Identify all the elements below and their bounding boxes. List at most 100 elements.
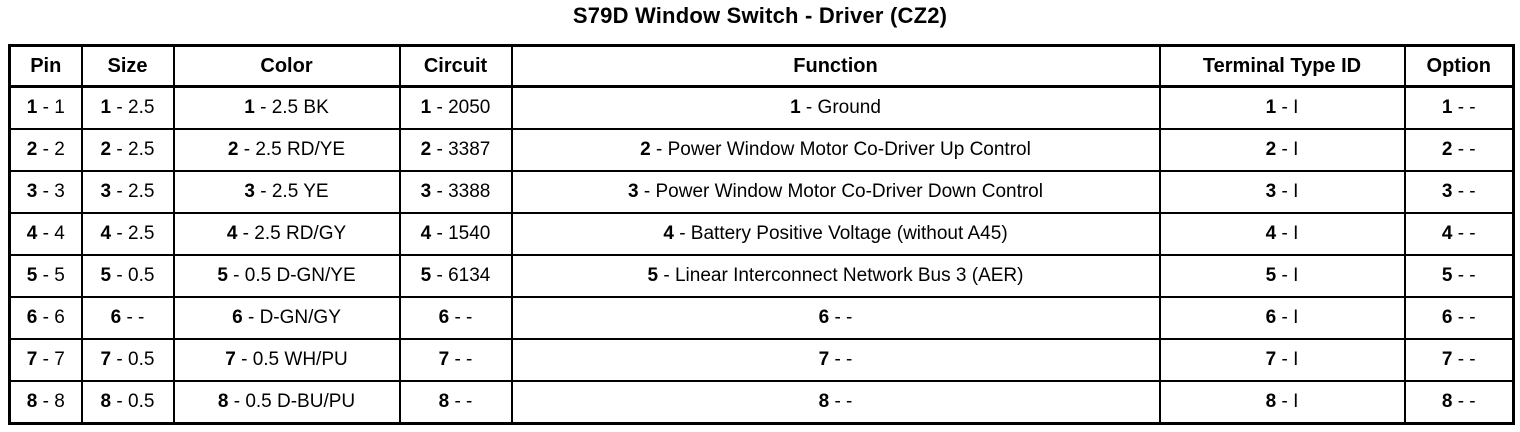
row-number: 5 (26, 265, 38, 286)
cell-circuit: 4 - 1540 (398, 212, 513, 256)
cell-color: 6 - D-GN/GY (172, 296, 401, 340)
column-header-terminal-type-id: Terminal Type ID (1158, 44, 1406, 88)
cell-terminal: 1 - I (1158, 85, 1406, 130)
cell-pin: 3 - 3 (8, 170, 83, 214)
connector-pin-table: Pin Size Color Circuit Function Terminal… (8, 44, 1515, 425)
cell-terminal: 6 - I (1158, 296, 1406, 340)
row-number: 3 (100, 181, 112, 202)
cell-circuit: 1 - 2050 (398, 85, 513, 130)
cell-size: 4 - 2.5 (80, 212, 175, 256)
cell-option: 6 - - (1403, 296, 1515, 340)
column-header-function: Function (510, 44, 1161, 88)
cell-function: 6 - - (510, 296, 1161, 340)
row-number: 4 (26, 223, 38, 244)
column-header-pin: Pin (8, 44, 83, 88)
cell-circuit: 5 - 6134 (398, 254, 513, 298)
column-header-color: Color (172, 44, 401, 88)
row-number: 6 (1265, 307, 1277, 328)
cell-size: 8 - 0.5 (80, 380, 175, 425)
cell-option: 3 - - (1403, 170, 1515, 214)
row-number: 2 (1441, 139, 1453, 160)
cell-size: 2 - 2.5 (80, 128, 175, 172)
row-number: 3 (1265, 181, 1277, 202)
cell-terminal: 4 - I (1158, 212, 1406, 256)
row-number: 1 (1441, 97, 1453, 118)
row-number: 1 (1265, 97, 1277, 118)
row-number: 6 (438, 307, 450, 328)
row-number: 3 (420, 181, 432, 202)
cell-option: 8 - - (1403, 380, 1515, 425)
cell-function: 7 - - (510, 338, 1161, 382)
cell-terminal: 7 - I (1158, 338, 1406, 382)
cell-color: 8 - 0.5 D-BU/PU (172, 380, 401, 425)
cell-option: 7 - - (1403, 338, 1515, 382)
cell-circuit: 7 - - (398, 338, 513, 382)
row-number: 3 (1441, 181, 1453, 202)
cell-function: 4 - Battery Positive Voltage (without A4… (510, 212, 1161, 256)
row-number: 6 (1441, 307, 1453, 328)
row-number: 2 (227, 139, 239, 160)
cell-pin: 2 - 2 (8, 128, 83, 172)
row-number: 5 (217, 265, 228, 286)
row-number: 8 (26, 391, 38, 412)
row-number: 8 (217, 391, 229, 412)
row-number: 6 (26, 307, 38, 328)
cell-circuit: 8 - - (398, 380, 513, 425)
cell-circuit: 2 - 3387 (398, 128, 513, 172)
cell-size: 1 - 2.5 (80, 85, 175, 130)
row-number: 5 (1441, 265, 1453, 286)
row-number: 8 (100, 391, 112, 412)
row-number: 8 (1265, 391, 1277, 412)
cell-terminal: 2 - I (1158, 128, 1406, 172)
cell-pin: 8 - 8 (8, 380, 83, 425)
cell-pin: 4 - 4 (8, 212, 83, 256)
row-number: 2 (420, 139, 432, 160)
row-number: 8 (438, 391, 450, 412)
cell-color: 4 - 2.5 RD/GY (172, 212, 401, 256)
row-number: 4 (226, 223, 238, 244)
cell-option: 5 - - (1403, 254, 1515, 298)
row-number: 7 (818, 349, 830, 370)
header-row: Pin Size Color Circuit Function Terminal… (8, 44, 1515, 88)
cell-function: 5 - Linear Interconnect Network Bus 3 (A… (510, 254, 1161, 298)
cell-pin: 7 - 7 (8, 338, 83, 382)
cell-pin: 6 - 6 (8, 296, 83, 340)
row-number: 6 (232, 307, 243, 328)
row-number: 5 (420, 265, 432, 286)
row-number: 6 (110, 307, 122, 328)
row-number: 4 (100, 223, 112, 244)
row-number: 4 (1265, 223, 1277, 244)
row-number: 7 (1265, 349, 1277, 370)
cell-size: 7 - 0.5 (80, 338, 175, 382)
row-number: 5 (647, 265, 659, 286)
row-number: 1 (244, 97, 255, 118)
row-number: 2 (26, 139, 38, 160)
row-number: 5 (1265, 265, 1277, 286)
cell-option: 4 - - (1403, 212, 1515, 256)
cell-option: 1 - - (1403, 85, 1515, 130)
row-number: 7 (100, 349, 112, 370)
row-number: 7 (1441, 349, 1453, 370)
cell-size: 5 - 0.5 (80, 254, 175, 298)
row-number: 1 (790, 97, 801, 118)
row-number: 3 (244, 181, 255, 202)
row-number: 3 (628, 181, 639, 202)
row-number: 4 (663, 223, 674, 244)
cell-terminal: 3 - I (1158, 170, 1406, 214)
row-number: 2 (100, 139, 112, 160)
cell-color: 5 - 0.5 D-GN/YE (172, 254, 401, 298)
row-number: 6 (818, 307, 830, 328)
column-header-size: Size (80, 44, 175, 88)
cell-size: 3 - 2.5 (80, 170, 175, 214)
cell-pin: 5 - 5 (8, 254, 83, 298)
cell-size: 6 - - (80, 296, 175, 340)
row-number: 8 (818, 391, 830, 412)
row-number: 1 (420, 97, 432, 118)
cell-terminal: 5 - I (1158, 254, 1406, 298)
row-number: 4 (420, 223, 432, 244)
